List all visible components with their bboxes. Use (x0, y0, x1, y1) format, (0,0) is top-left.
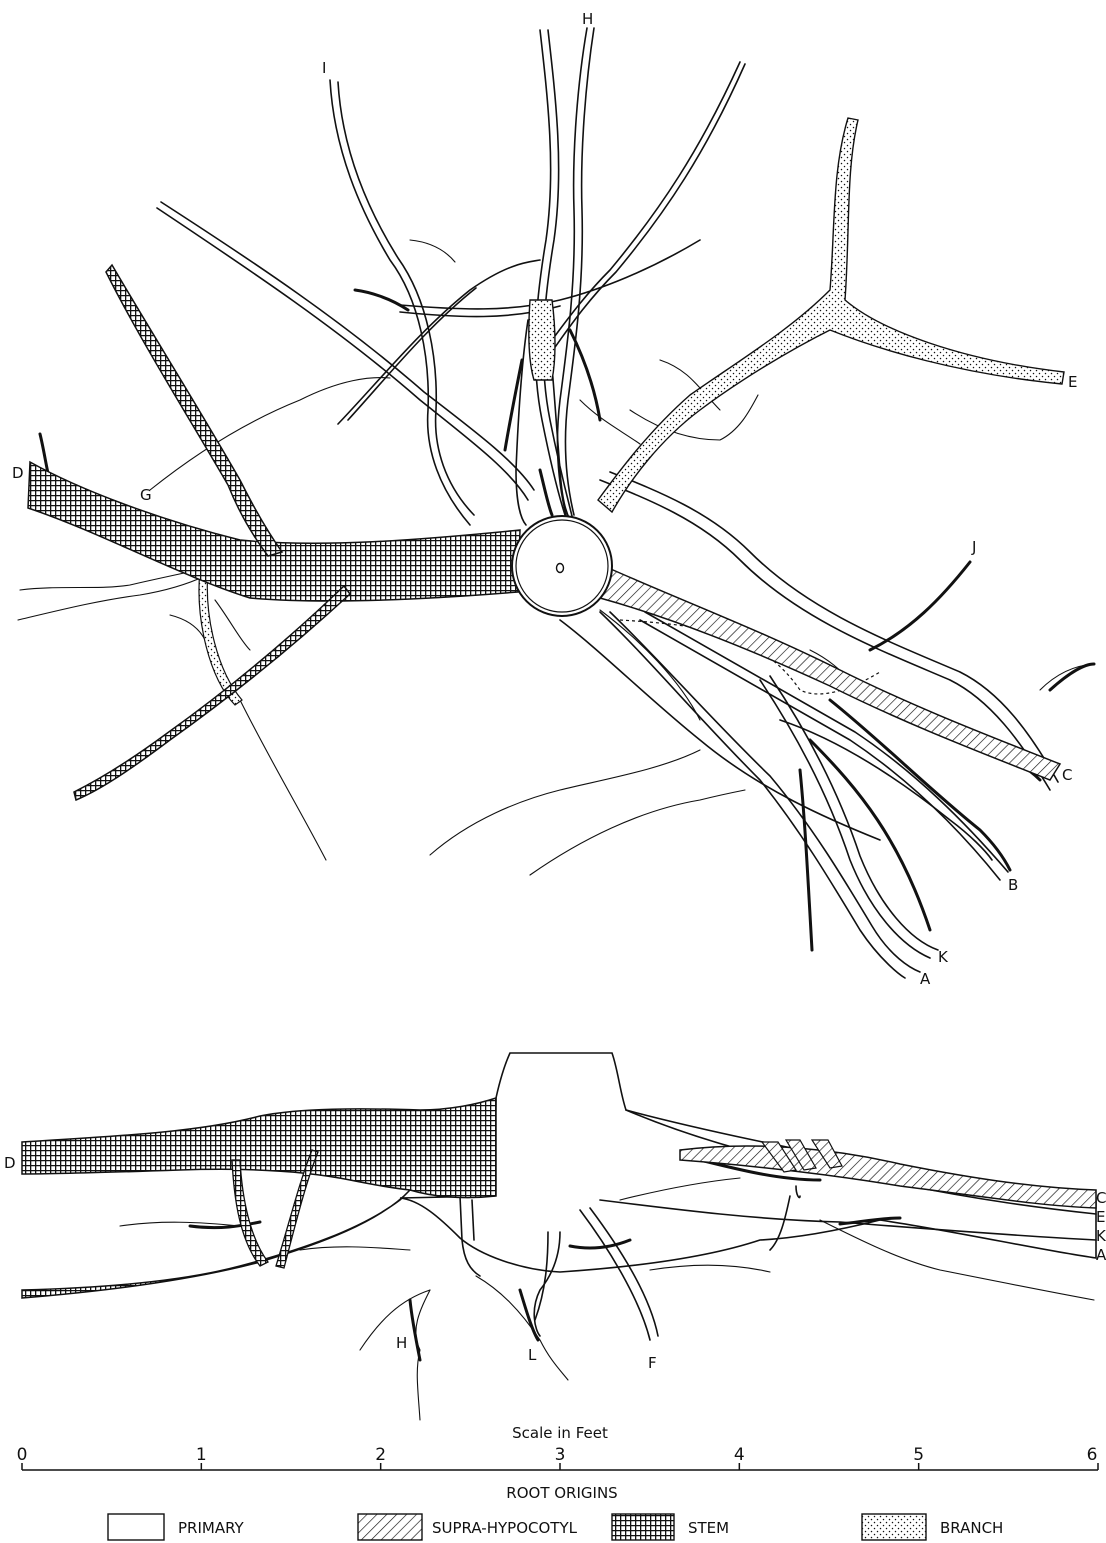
scale-title: Scale in Feet (512, 1424, 608, 1442)
legend: ROOT ORIGINS PRIMARY SUPRA-HYPOCOTYL STE… (108, 1484, 1003, 1540)
scale-tick-label: 1 (196, 1445, 207, 1465)
root-d-stem (28, 462, 520, 601)
label-h-side: H (396, 1334, 407, 1352)
label-l-side: L (528, 1346, 537, 1364)
label-g-plan: G (140, 486, 152, 504)
basal-trunk (516, 320, 528, 525)
label-e-side: E (1096, 1208, 1105, 1226)
legend-swatch-supra-hypocotyl (358, 1514, 422, 1540)
plan-view: H I D G E J C B K A (12, 10, 1094, 988)
crown-disc (512, 516, 612, 616)
label-c-side: C (1096, 1189, 1106, 1207)
label-b-plan: B (1008, 876, 1018, 894)
legend-item-primary: PRIMARY (108, 1514, 245, 1540)
root-i (330, 80, 470, 525)
label-a-side: A (1096, 1246, 1106, 1264)
legend-item-stem: STEM (612, 1514, 729, 1540)
label-k-plan: K (938, 948, 949, 966)
label-k-side: K (1096, 1227, 1106, 1245)
plan-labels: H I D G E J C B K A (12, 10, 1077, 988)
scale-tick-label: 0 (17, 1445, 28, 1465)
scale-bar: Scale in Feet 0 1 2 3 4 5 6 (17, 1424, 1098, 1470)
legend-label-branch: BRANCH (940, 1519, 1003, 1537)
label-j-plan: J (971, 538, 976, 556)
legend-swatch-stem (612, 1514, 674, 1540)
label-e-plan: E (1068, 373, 1077, 391)
root-e-branch (598, 118, 1064, 512)
label-i-plan: I (322, 59, 326, 77)
legend-swatch-primary (108, 1514, 164, 1540)
label-h-plan: H (582, 10, 593, 28)
label-d-side: D (4, 1154, 16, 1172)
label-d-plan: D (12, 464, 24, 482)
side-view: D C E K A H L F (4, 1053, 1106, 1420)
scale-tick-label: 4 (734, 1445, 745, 1465)
scale-tick-label: 6 (1087, 1445, 1098, 1465)
scale-ticks: 0 1 2 3 4 5 6 (17, 1445, 1098, 1470)
legend-label-stem: STEM (688, 1519, 729, 1537)
stem-roots-plan (28, 265, 520, 800)
legend-label-primary: PRIMARY (178, 1519, 245, 1537)
root-h-plan-1 (535, 30, 566, 518)
legend-label-supra-hypocotyl: SUPRA-HYPOCOTYL (432, 1519, 578, 1537)
scale-tick-label: 2 (375, 1445, 386, 1465)
legend-item-supra-hypocotyl: SUPRA-HYPOCOTYL (358, 1514, 578, 1540)
root-h-plan-2 (558, 28, 587, 515)
root-d-side-stem (22, 1098, 496, 1198)
scale-tick-label: 3 (555, 1445, 566, 1465)
legend-title: ROOT ORIGINS (506, 1484, 617, 1502)
label-f-side: F (648, 1354, 657, 1372)
scale-tick-label: 5 (913, 1445, 924, 1465)
legend-item-branch: BRANCH (862, 1514, 1003, 1540)
legend-swatch-branch (862, 1514, 926, 1540)
label-c-plan: C (1062, 766, 1072, 784)
label-a-plan: A (920, 970, 931, 988)
